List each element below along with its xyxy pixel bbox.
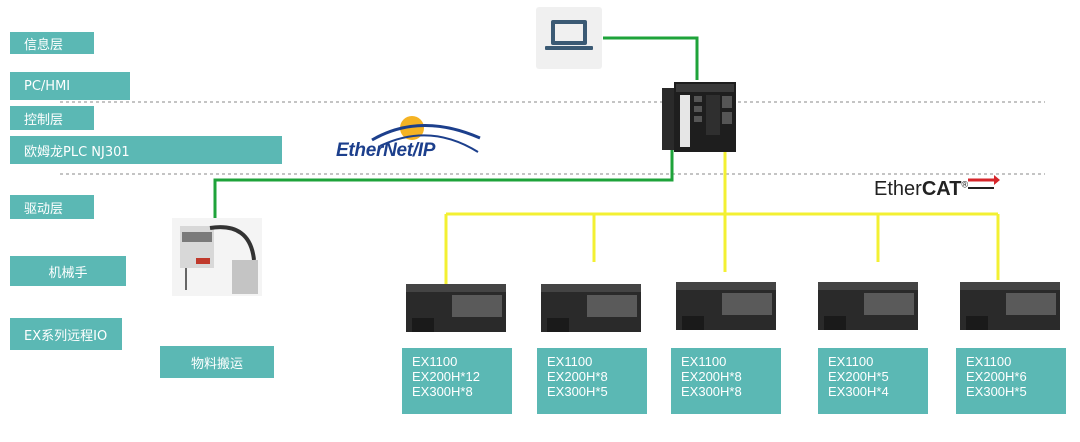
layer-control-label: 控制层 <box>10 106 94 130</box>
io-group-line: EX200H*8 <box>547 369 608 384</box>
ethercat-logo-registered: ® <box>961 179 969 190</box>
io-group-line: EX1100 <box>412 354 458 369</box>
io-group-line: EX200H*5 <box>828 369 889 384</box>
io-group-box-3: EX1100 EX200H*8 EX300H*8 <box>671 348 781 414</box>
plc-controller-icon <box>662 82 736 152</box>
ethercat-logo-suffix: CAT <box>921 178 962 200</box>
scara-robot-icon <box>172 218 262 296</box>
plc-model-label: 欧姆龙PLC NJ301 <box>10 136 282 164</box>
io-group-line: EX300H*5 <box>547 384 608 399</box>
io-group-line: EX200H*6 <box>966 369 1027 384</box>
ethernet-link-plc-robot <box>213 150 674 222</box>
io-group-box-1: EX1100 EX200H*12 EX300H*8 <box>402 348 512 414</box>
robot-label: 机械手 <box>10 256 126 286</box>
ethernet-ip-logo-text: EtherNet/IP <box>336 140 436 161</box>
ethernet-ip-logo-mark <box>371 116 481 153</box>
io-module-1 <box>406 284 506 332</box>
io-group-box-4: EX1100 EX200H*5 EX300H*4 <box>818 348 928 414</box>
io-module-4 <box>818 282 918 330</box>
io-module-5 <box>960 282 1060 330</box>
io-module-2 <box>541 284 641 332</box>
io-group-line: EX300H*8 <box>681 384 742 399</box>
ethercat-logo-prefix: Ether <box>874 178 922 200</box>
layer-drive-label: 驱动层 <box>10 195 94 219</box>
ethercat-arrows-icon <box>968 175 1000 189</box>
io-group-line: EX300H*8 <box>412 384 473 399</box>
layer-info-label: 信息层 <box>10 32 94 54</box>
io-group-line: EX1100 <box>828 354 874 369</box>
material-handling-label: 物料搬运 <box>160 346 274 378</box>
io-group-box-2: EX1100 EX200H*8 EX300H*5 <box>537 348 647 414</box>
io-group-line: EX300H*5 <box>966 384 1027 399</box>
io-group-line: EX300H*4 <box>828 384 889 399</box>
io-group-line: EX200H*8 <box>681 369 742 384</box>
laptop-icon <box>536 7 602 69</box>
ethercat-logo-text: EtherCAT® <box>874 178 968 201</box>
io-group-box-5: EX1100 EX200H*6 EX300H*5 <box>956 348 1066 414</box>
io-group-line: EX1100 <box>547 354 593 369</box>
ethernet-link-pc-plc <box>603 36 699 80</box>
io-group-line: EX1100 <box>681 354 727 369</box>
layer-pc-hmi-label: PC/HMI <box>10 72 130 100</box>
io-group-line: EX1100 <box>966 354 1012 369</box>
remote-io-label: EX系列远程IO <box>10 318 122 350</box>
io-group-line: EX200H*12 <box>412 369 480 384</box>
io-module-3 <box>676 282 776 330</box>
